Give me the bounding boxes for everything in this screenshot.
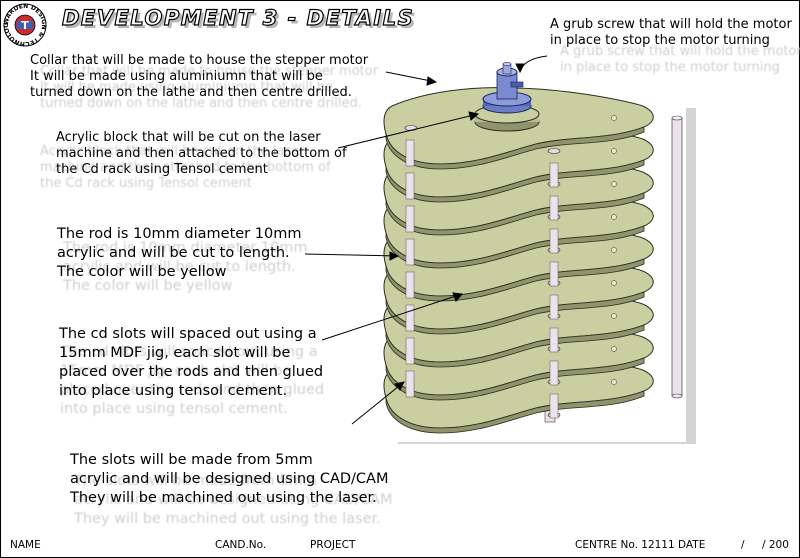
footer-page-total: / 200: [762, 539, 789, 551]
footer-date-separator: /: [741, 539, 745, 551]
footer-centre-date-label: CENTRE No. 12111 DATE: [575, 539, 706, 551]
front-rods: [405, 139, 559, 419]
collar-note: Collar that will be made to house the st…: [30, 53, 369, 100]
collar-note-shadow: Collar that will be made to house the st…: [40, 64, 379, 111]
leader-lines: [304, 55, 548, 425]
spare-rod: [671, 115, 683, 399]
page-title: DEVELOPMENT 3 - DETAILS: [61, 5, 415, 30]
logo-center-text: T: [21, 19, 29, 32]
footer-name-label: NAME: [10, 539, 41, 551]
cd-slots: [383, 87, 654, 434]
motor-collar: [474, 62, 540, 132]
school-logo-icon: WARDEN DESIGN & TECHNOLOGY T: [2, 2, 47, 47]
footer-project-label: PROJECT: [310, 539, 356, 551]
acrylic-block-note: Acrylic block that will be cut on the la…: [56, 130, 347, 177]
footer-cand-label: CAND.No.: [215, 539, 267, 551]
acrylic-note-shadow: Acrylic block that will be cut on the la…: [40, 144, 331, 191]
